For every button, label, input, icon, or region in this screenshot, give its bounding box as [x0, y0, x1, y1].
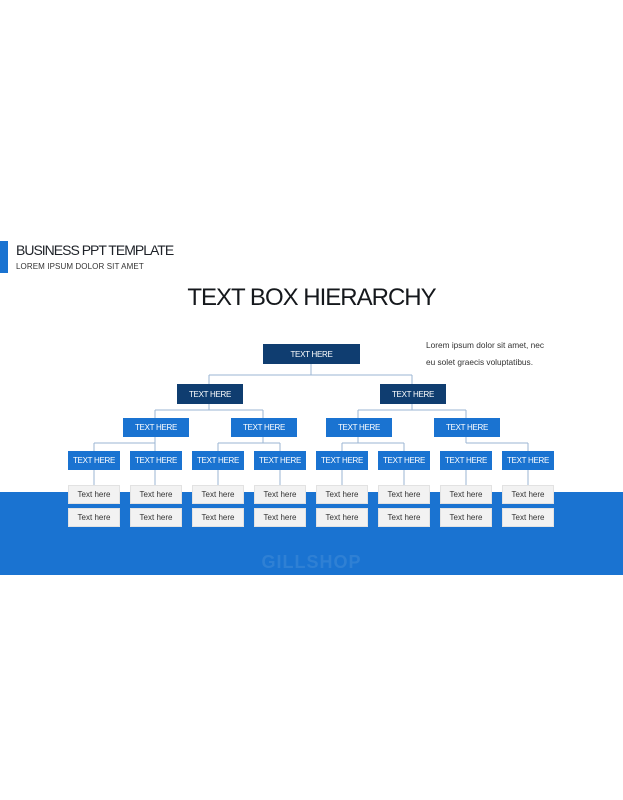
blue-band	[0, 492, 623, 575]
leaf-row2-1: Text here	[68, 508, 120, 527]
description-line-1: Lorem ipsum dolor sit amet, nec	[426, 340, 545, 350]
node-level2-2: TEXT HERE	[380, 384, 446, 404]
leaf-row1-1: Text here	[68, 485, 120, 504]
leaf-row2-7: Text here	[440, 508, 492, 527]
leaf-row1-7: Text here	[440, 485, 492, 504]
leaf-row1-5: Text here	[316, 485, 368, 504]
watermark: GILLSHOP	[261, 552, 362, 572]
slide-title: TEXT BOX HIERARCHY	[187, 284, 436, 311]
leaf-row2-5: Text here	[316, 508, 368, 527]
node-level4-4: TEXT HERE	[254, 451, 306, 470]
node-level3-2: TEXT HERE	[231, 418, 297, 437]
leaf-row2-6: Text here	[378, 508, 430, 527]
node-level3-4: TEXT HERE	[434, 418, 500, 437]
node-level3-1: TEXT HERE	[123, 418, 189, 437]
leaf-row1-2: Text here	[130, 485, 182, 504]
leaf-row1-6: Text here	[378, 485, 430, 504]
leaf-row1-8: Text here	[502, 485, 554, 504]
leaf-row2-2: Text here	[130, 508, 182, 527]
leaf-row1-4: Text here	[254, 485, 306, 504]
node-root: TEXT HERE	[263, 344, 360, 364]
leaf-row2-4: Text here	[254, 508, 306, 527]
leaf-row2-8: Text here	[502, 508, 554, 527]
description: Lorem ipsum dolor sit amet, nec eu solet…	[426, 337, 566, 371]
template-title: BUSINESS PPT TEMPLATE	[16, 242, 174, 258]
node-level4-3: TEXT HERE	[192, 451, 244, 470]
node-level4-5: TEXT HERE	[316, 451, 368, 470]
description-line-2: eu solet graecis voluptatibus.	[426, 357, 534, 367]
node-level4-2: TEXT HERE	[130, 451, 182, 470]
node-level2-1: TEXT HERE	[177, 384, 243, 404]
leaf-row2-3: Text here	[192, 508, 244, 527]
leaf-row1-3: Text here	[192, 485, 244, 504]
node-level4-6: TEXT HERE	[378, 451, 430, 470]
accent-bar	[0, 241, 8, 273]
node-level3-3: TEXT HERE	[326, 418, 392, 437]
template-subtitle: LOREM IPSUM DOLOR SIT AMET	[16, 262, 144, 271]
node-level4-1: TEXT HERE	[68, 451, 120, 470]
node-level4-7: TEXT HERE	[440, 451, 492, 470]
node-level4-8: TEXT HERE	[502, 451, 554, 470]
